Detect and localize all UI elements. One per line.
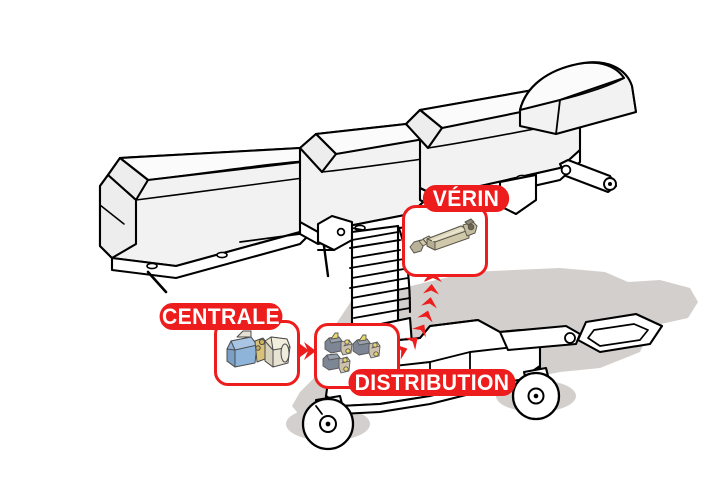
solenoid-valve-manifold-icon (322, 332, 381, 374)
caster-wheel-front (301, 394, 355, 451)
leg-section-pad (98, 146, 320, 294)
section-hinge-hardware (239, 214, 375, 278)
hydraulic-power-unit-icon (226, 330, 291, 368)
hydraulic-cylinder-icon (409, 218, 478, 254)
callout-box-verin[interactable] (402, 205, 488, 277)
head-rest-pad (518, 61, 638, 136)
callout-label-distribution[interactable]: DISTRIBUTION (348, 369, 516, 396)
callout-label-centrale[interactable]: CENTRALE (159, 303, 283, 330)
callout-label-verin[interactable]: VÉRIN (422, 185, 510, 212)
caster-wheel-rear (511, 366, 561, 421)
